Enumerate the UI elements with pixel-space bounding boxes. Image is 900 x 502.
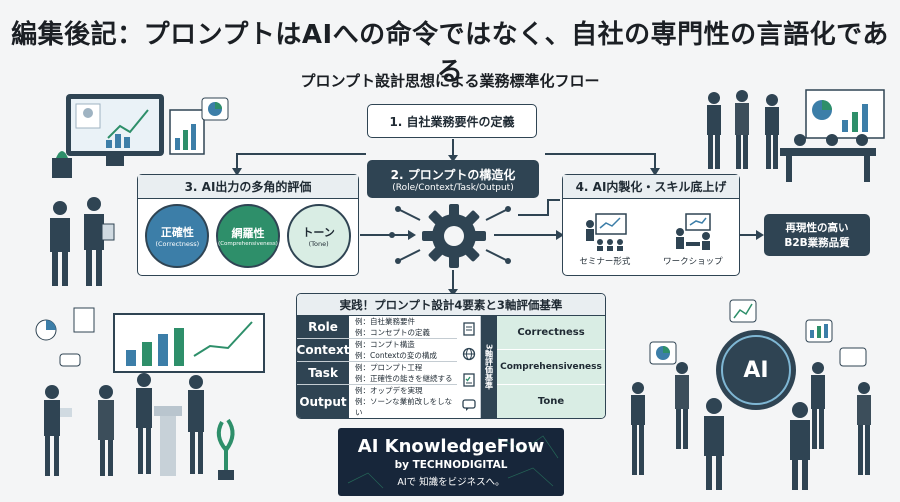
- step2-title: 2. プロンプトの構造化: [390, 167, 516, 182]
- result-line1: 再現性の高い: [785, 222, 849, 234]
- eval-label: 網羅性: [231, 227, 265, 240]
- presentation-illustration: [35, 307, 265, 480]
- training-seminar: セミナー形式: [579, 212, 630, 267]
- training-label: ワークショップ: [663, 257, 723, 267]
- step3-title: 3. AI出力の多角的評価: [138, 175, 358, 199]
- row-label: Output: [297, 385, 349, 418]
- training-label: セミナー形式: [579, 257, 631, 267]
- row-example: 例：プロンプト工程: [355, 363, 423, 372]
- step4-box: 4. AI内製化・スキル底上げ セミナー形式 ワークショップ: [562, 174, 740, 276]
- ai-team-illustration: [631, 299, 871, 490]
- result-line2: B2B業務品質: [784, 237, 850, 249]
- row-example: 例：ソーンな業前改しをしない: [355, 397, 453, 417]
- eval-circle-tone: トーン (Tone): [286, 204, 351, 268]
- step3-box: 3. AI出力の多角的評価 正確性 (Correctness) 網羅性 (Com…: [137, 174, 359, 276]
- meeting-illustration: [707, 89, 885, 182]
- ai-badge: AI: [743, 357, 769, 383]
- row-example: 例：コンプト構造: [355, 340, 415, 349]
- brand-banner: AI KnowledgeFlow by TECHNODIGITAL AIで 知識…: [338, 428, 564, 496]
- axis-tone: Tone: [497, 384, 605, 418]
- practice-title: 実践！プロンプト設計4要素と3軸評価基準: [297, 294, 605, 316]
- row-example: 例：コンセプトの定義: [355, 328, 430, 337]
- row-example: 例：オップデを実現: [355, 386, 423, 395]
- eval-sub: (Tone): [308, 240, 329, 248]
- row-example: 例：自社業務要件: [355, 317, 415, 326]
- chat-icon: [461, 399, 476, 412]
- row-label: Task: [297, 362, 349, 384]
- step4-title: 4. AI内製化・スキル底上げ: [563, 175, 739, 199]
- row-example: 例：Contextの変の構成: [355, 351, 437, 360]
- brand-by: by TECHNODIGITAL: [394, 459, 508, 471]
- globe-icon: [462, 348, 475, 361]
- eval-label: トーン: [302, 226, 335, 239]
- row-label: Context: [297, 339, 349, 361]
- checklist-icon: [462, 373, 475, 387]
- gear-icon: [422, 204, 486, 268]
- practice-row-context: Context 例：コンプト構造例：Contextの変の構成: [297, 339, 457, 362]
- step2-sub: (Role/Context/Task/Output): [392, 182, 514, 193]
- step1-box: 1. 自社業務要件の定義: [367, 104, 537, 138]
- step2-box: 2. プロンプトの構造化 (Role/Context/Task/Output): [367, 160, 539, 198]
- network-pattern: [347, 435, 559, 489]
- eval-sub: (Correctness): [155, 240, 200, 248]
- workshop-icon: [675, 213, 711, 250]
- training-workshop: ワークショップ: [663, 212, 723, 267]
- practice-row-role: Role 例：自社業務要件例：コンセプトの定義: [297, 316, 457, 339]
- eval-circle-comprehensiveness: 網羅性 (Comprehensiveness): [215, 204, 280, 268]
- page-title: 編集後記：プロンプトはAIへの命令ではなく、自社の専門性の言語化である: [11, 20, 889, 87]
- axes-vertical-label: 3軸評価基準: [481, 316, 497, 418]
- flow-subtitle: プロンプト設計思想による業務標準化フロー: [300, 72, 600, 90]
- office-monitor-illustration: [52, 94, 229, 178]
- business-people-left: [50, 197, 115, 286]
- eval-label: 正確性: [160, 226, 194, 239]
- brand-tagline: AIで 知識をビジネスへ。: [397, 477, 505, 488]
- practice-row-task: Task 例：プロンプト工程例：正確性の能きを継続する: [297, 362, 457, 385]
- result-box: 再現性の高い B2B業務品質: [764, 214, 870, 256]
- brand-name: AI KnowledgeFlow: [357, 436, 545, 457]
- eval-circle-correctness: 正確性 (Correctness): [145, 204, 210, 268]
- step1-label: 1. 自社業務要件の定義: [389, 114, 515, 129]
- row-label: Role: [297, 316, 349, 338]
- axis-comprehensiveness: Comprehensiveness: [497, 350, 605, 385]
- axis-correctness: Correctness: [497, 316, 605, 351]
- practice-row-output: Output 例：オップデを実現例：ソーンな業前改しをしない: [297, 385, 457, 418]
- seminar-icon: [585, 213, 627, 251]
- eval-sub: (Comprehensiveness): [218, 241, 278, 247]
- row-example: 例：正確性の能きを継続する: [355, 374, 453, 383]
- document-icon: [462, 322, 475, 336]
- practice-panel: 実践！プロンプト設計4要素と3軸評価基準 Role 例：自社業務要件例：コンセプ…: [296, 293, 606, 419]
